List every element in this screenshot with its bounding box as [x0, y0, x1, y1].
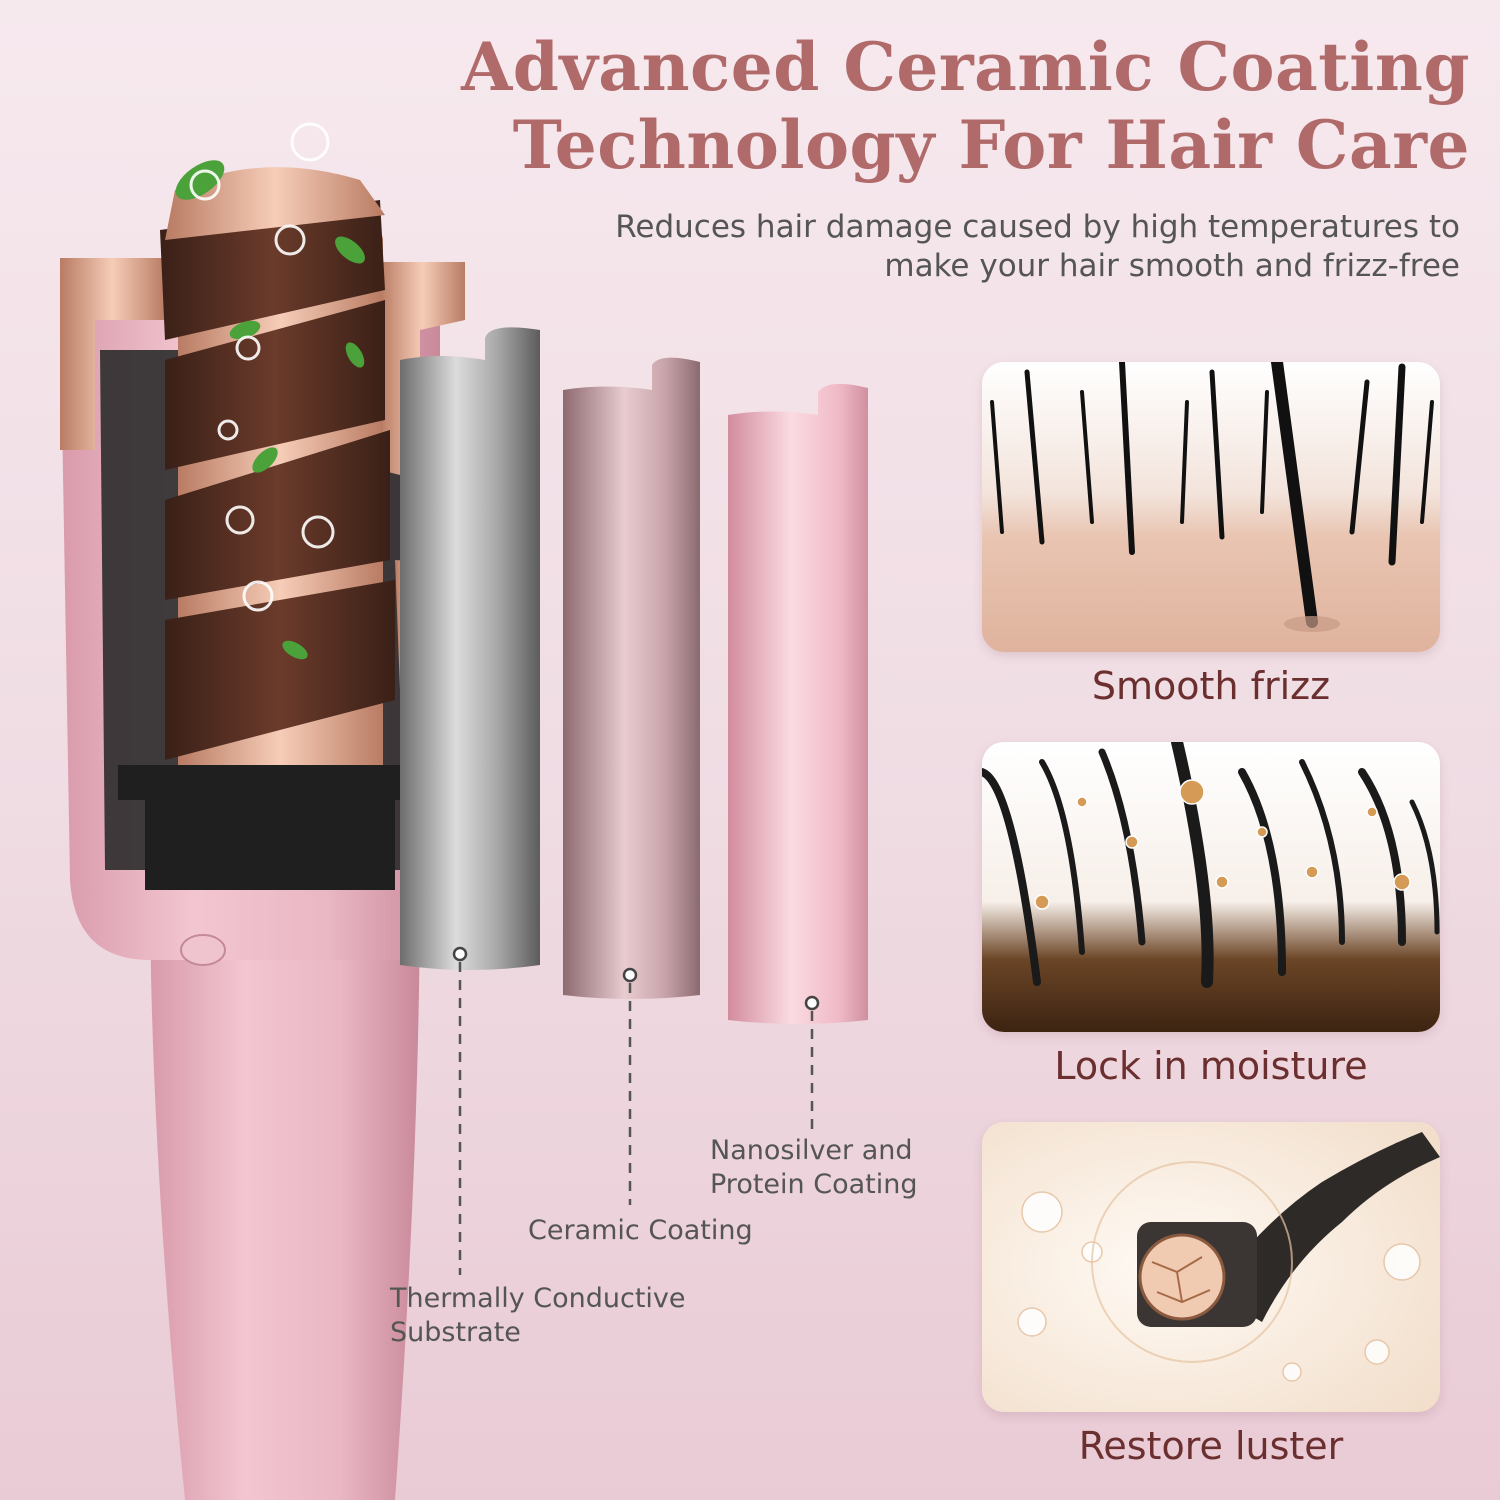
- layer-label-line: Nanosilver and: [710, 1135, 913, 1166]
- benefit-caption-restore-luster: Restore luster: [1078, 1424, 1344, 1468]
- layer-label-line: Ceramic Coating: [528, 1215, 753, 1246]
- ceramic-coating-sheet: [563, 357, 700, 999]
- hair-strand-crosssection-image: [982, 1122, 1440, 1412]
- headline-line-2: Technology For Hair Care: [512, 106, 1470, 184]
- benefit-caption-smooth-frizz: Smooth frizz: [1091, 664, 1331, 708]
- thermal-substrate-sheet: [400, 327, 540, 970]
- layer-label-line: Protein Coating: [710, 1169, 918, 1200]
- layer-label-nanosilver-protein: Nanosilver and Protein Coating: [710, 1134, 917, 1202]
- subheadline-line-1: Reduces hair damage caused by high tempe…: [615, 209, 1460, 245]
- headline-line-1: Advanced Ceramic Coating: [461, 28, 1470, 106]
- subheadline-line-2: make your hair smooth and frizz-free: [884, 248, 1460, 284]
- leader-lines: [458, 962, 814, 1275]
- headline: Advanced Ceramic Coating Technology For …: [440, 28, 1470, 184]
- layer-label-line: Thermally Conductive: [390, 1283, 686, 1314]
- layer-label-thermal-substrate: Thermally Conductive Substrate: [390, 1282, 686, 1350]
- moisture-hair-image: [982, 742, 1440, 1032]
- subheadline: Reduces hair damage caused by high tempe…: [520, 208, 1460, 286]
- layer-label-ceramic-coating: Ceramic Coating: [528, 1214, 753, 1248]
- benefit-caption-lock-in-moisture: Lock in moisture: [1054, 1044, 1368, 1088]
- nanosilver-protein-sheet: [728, 383, 868, 1024]
- hair-follicles-image: [982, 362, 1440, 652]
- curler-device: [60, 122, 465, 1500]
- layer-label-line: Substrate: [390, 1317, 521, 1348]
